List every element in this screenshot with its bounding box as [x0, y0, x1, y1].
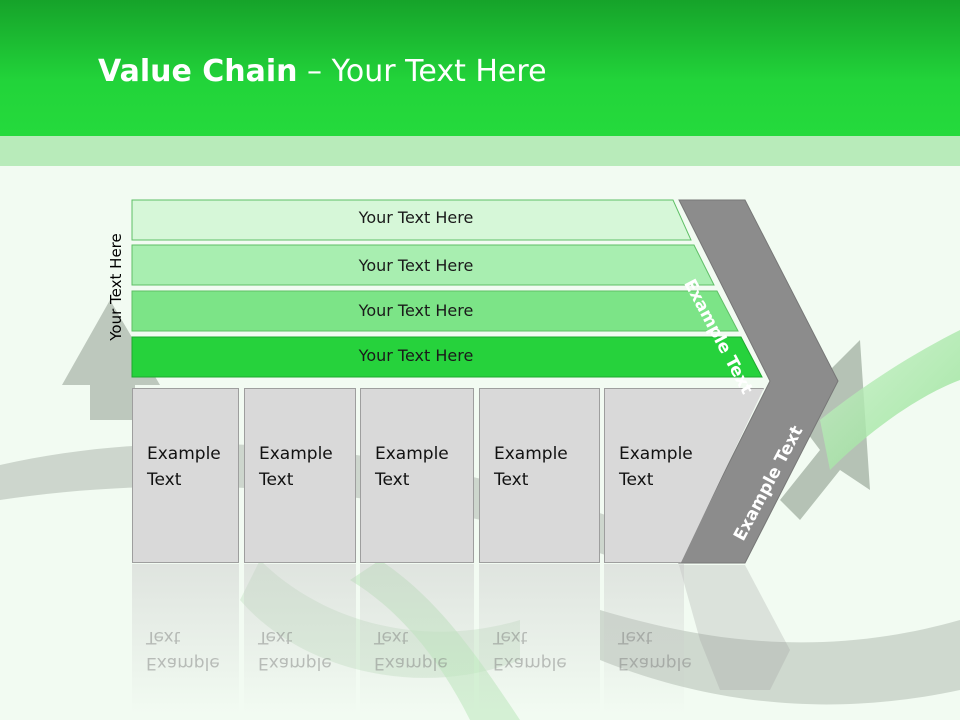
column-line1: Example: [147, 444, 221, 464]
column-line2: Text: [619, 470, 654, 490]
reflection-line1: Example: [258, 653, 332, 673]
column-line2: Text: [259, 470, 294, 490]
reflection-line1: Example: [374, 653, 448, 673]
band-3: [131, 290, 739, 332]
reflection-line2: Text: [374, 627, 409, 647]
band-label: Your Text Here: [358, 208, 474, 227]
reflection-line1: Example: [618, 653, 692, 673]
reflection-line2: Text: [258, 627, 293, 647]
band-4: [131, 336, 763, 378]
header-bar: [0, 0, 960, 136]
reflection-line1: Example: [493, 653, 567, 673]
reflection-text: Example Text: [493, 624, 567, 676]
column-reflection: Example Text: [479, 564, 600, 714]
reflection-line1: Example: [146, 653, 220, 673]
title-bold: Value Chain: [98, 54, 298, 89]
column-line1: Example: [619, 444, 693, 464]
reflection-line2: Text: [493, 627, 528, 647]
column-reflection: Example Text: [604, 564, 692, 714]
title-rest: – Your Text Here: [297, 54, 547, 89]
column-line2: Text: [375, 470, 410, 490]
column-line2: Text: [494, 470, 529, 490]
column-line1: Example: [259, 444, 333, 464]
column-reflection: Example Text: [244, 564, 356, 714]
band-label: Your Text Here: [358, 256, 474, 275]
reflection-line2: Text: [618, 627, 653, 647]
header-strip: [0, 136, 960, 166]
band-label: Your Text Here: [358, 301, 474, 320]
reflection-line2: Text: [146, 627, 181, 647]
band-2: [131, 244, 715, 286]
column-reflection: Example Text: [360, 564, 474, 714]
chevron: [678, 199, 839, 564]
band-label: Your Text Here: [358, 346, 474, 365]
reflection-text: Example Text: [618, 624, 692, 676]
reflection-text: Example Text: [146, 624, 220, 676]
column-line1: Example: [375, 444, 449, 464]
column-line1: Example: [494, 444, 568, 464]
column-reflection: Example Text: [132, 564, 239, 714]
chevron-reflection: [679, 565, 790, 690]
column-line2: Text: [147, 470, 182, 490]
reflection-text: Example Text: [258, 624, 332, 676]
page-title: Value Chain – Your Text Here: [98, 54, 547, 89]
band-1: [131, 199, 692, 241]
reflection-text: Example Text: [374, 624, 448, 676]
